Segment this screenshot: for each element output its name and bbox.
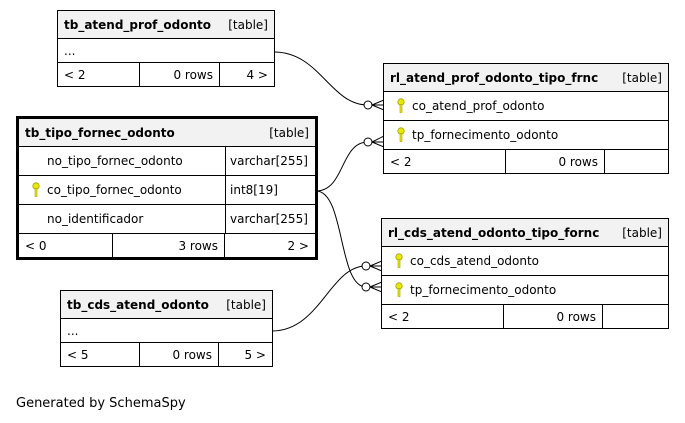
column-type: int8[19] [225, 176, 315, 204]
table-tb-atend-prof-odonto[interactable]: tb_atend_prof_odonto [table] ... < 2 0 r… [57, 10, 275, 87]
table-kind: [table] [622, 70, 662, 85]
child-count[interactable]: 4 > [246, 67, 268, 82]
column-name: tp_fornecimento_odonto [412, 128, 559, 142]
column-name: co_cds_atend_odonto [410, 254, 540, 268]
column-row: co_atend_prof_odonto [384, 92, 668, 121]
table-footer: < 2 0 rows [384, 150, 668, 173]
parent-count[interactable]: < 5 [61, 343, 140, 366]
table-kind: [table] [269, 125, 309, 140]
generated-by-note: Generated by SchemaSpy [16, 396, 186, 411]
table-tb-cds-atend-odonto[interactable]: tb_cds_atend_odonto [table] ... < 5 0 ro… [60, 290, 273, 367]
crows-foot-markers [361, 99, 385, 293]
table-name: tb_tipo_fornec_odonto [25, 125, 175, 140]
table-rl-atend-prof-odonto-tipo-frnc[interactable]: rl_atend_prof_odonto_tipo_frnc [table] c… [383, 63, 669, 174]
column-name: co_tipo_fornec_odonto [47, 183, 182, 197]
key-icon [25, 182, 47, 198]
child-count[interactable]: 5 > [244, 347, 266, 362]
table-kind: [table] [622, 225, 662, 240]
column-row: co_tipo_fornec_odonto int8[19] [19, 176, 315, 205]
child-count [603, 305, 668, 328]
column-type: varchar[255] [225, 147, 315, 175]
column-row: tp_fornecimento_odonto [384, 121, 668, 150]
ellipsis: ... [64, 43, 76, 58]
row-count: 0 rows [506, 150, 605, 173]
parent-count[interactable]: < 2 [384, 150, 506, 173]
table-header: tb_tipo_fornec_odonto [table] [19, 119, 315, 147]
column-row: tp_fornecimento_odonto [382, 276, 668, 305]
key-icon [390, 98, 412, 114]
parent-count[interactable]: < 2 [382, 305, 504, 328]
relationship-line [271, 265, 367, 332]
child-count[interactable]: 2 > [287, 238, 309, 253]
key-icon [390, 127, 412, 143]
parent-count[interactable]: < 2 [58, 63, 140, 86]
ellipsis-row: ... [61, 319, 272, 343]
table-name: rl_cds_atend_odonto_tipo_fornc [388, 225, 600, 240]
table-tb-tipo-fornec-odonto[interactable]: tb_tipo_fornec_odonto [table] no_tipo_fo… [16, 116, 318, 260]
row-count: 3 rows [113, 234, 225, 257]
row-count: 0 rows [140, 63, 220, 86]
table-header: tb_atend_prof_odonto [table] [58, 11, 274, 39]
column-row: co_cds_atend_odonto [382, 247, 668, 276]
table-header: rl_cds_atend_odonto_tipo_fornc [table] [382, 219, 668, 247]
child-count [605, 150, 668, 173]
column-row: no_tipo_fornec_odonto varchar[255] [19, 147, 315, 176]
ellipsis-row: ... [58, 39, 274, 63]
relationship-line [315, 141, 369, 192]
row-count: 0 rows [140, 343, 219, 366]
table-kind: [table] [226, 297, 266, 312]
ellipsis: ... [67, 323, 79, 338]
table-footer: < 2 0 rows [382, 305, 668, 328]
column-name: tp_fornecimento_odonto [410, 283, 557, 297]
relationship-line [315, 190, 367, 288]
table-kind: [table] [228, 17, 268, 32]
row-count: 0 rows [504, 305, 603, 328]
column-name: no_identificador [47, 212, 144, 226]
key-icon [388, 253, 410, 269]
table-footer: < 5 0 rows 5 > [61, 343, 272, 366]
column-name: no_tipo_fornec_odonto [47, 154, 183, 168]
table-header: rl_atend_prof_odonto_tipo_frnc [table] [384, 64, 668, 92]
column-type: varchar[255] [225, 205, 315, 233]
table-footer: < 0 3 rows 2 > [19, 234, 315, 257]
table-footer: < 2 0 rows 4 > [58, 63, 274, 86]
column-name: co_atend_prof_odonto [412, 99, 545, 113]
table-name: rl_atend_prof_odonto_tipo_frnc [390, 70, 599, 85]
table-name: tb_atend_prof_odonto [64, 17, 212, 32]
relationship-line [273, 51, 369, 106]
table-name: tb_cds_atend_odonto [67, 297, 209, 312]
table-header: tb_cds_atend_odonto [table] [61, 291, 272, 319]
key-icon [388, 282, 410, 298]
parent-count: < 0 [19, 234, 113, 257]
column-row: no_identificador varchar[255] [19, 205, 315, 234]
table-rl-cds-atend-odonto-tipo-fornc[interactable]: rl_cds_atend_odonto_tipo_fornc [table] c… [381, 218, 669, 329]
